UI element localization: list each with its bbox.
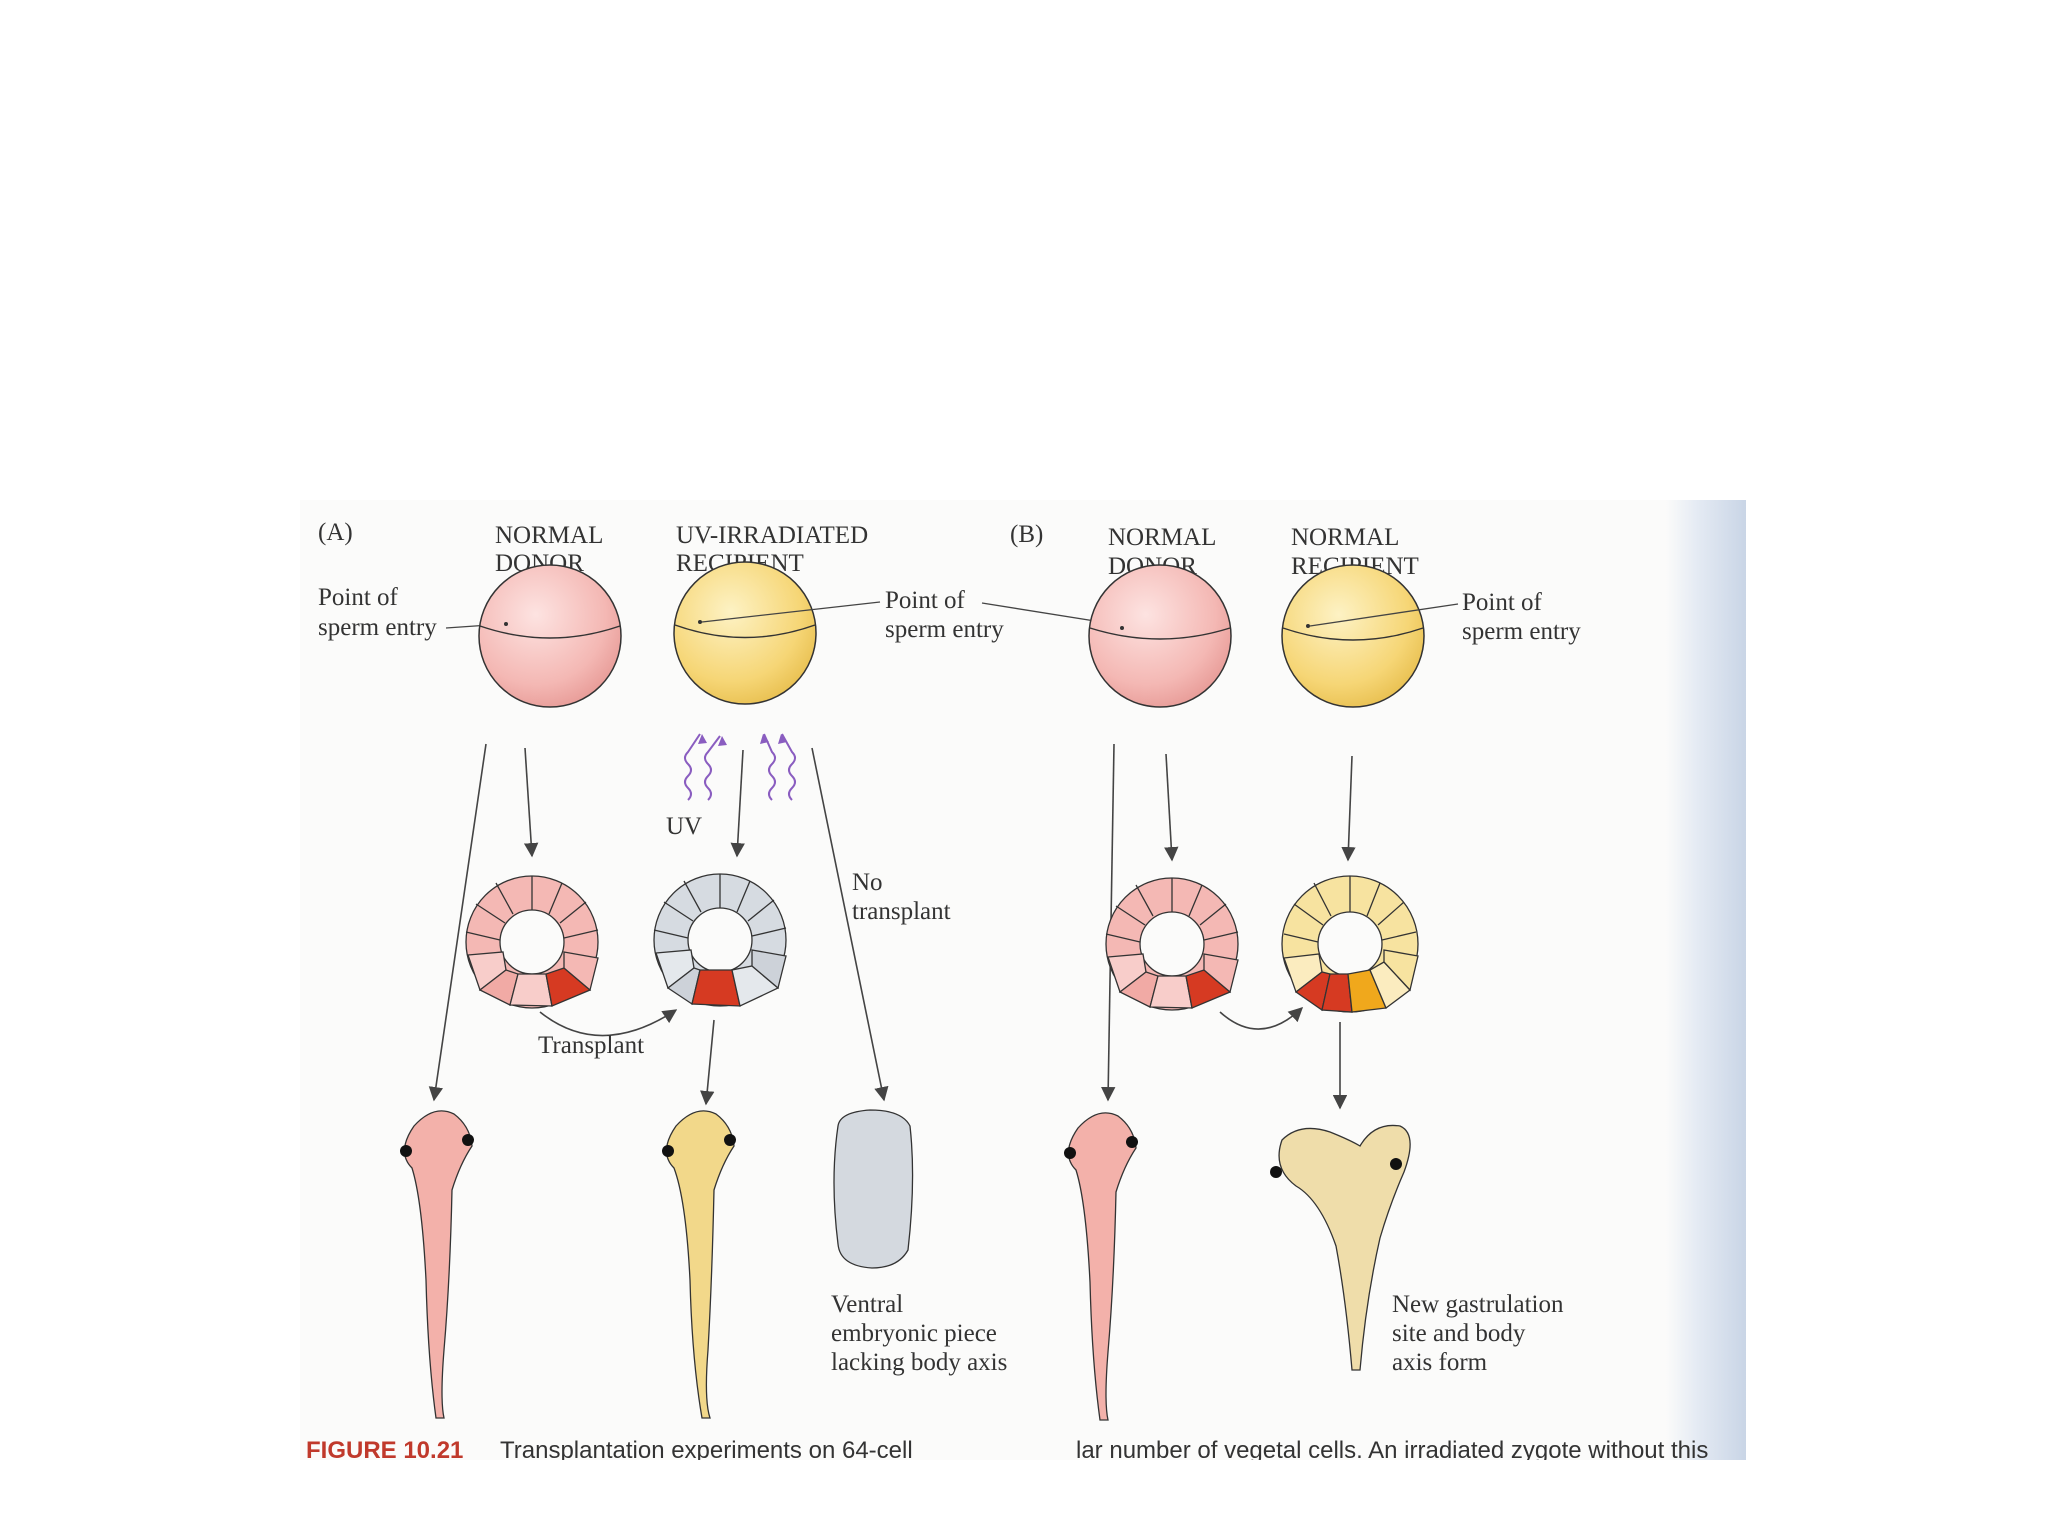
sperm-entry-mid-line2: sperm entry	[885, 616, 1004, 643]
rescued-tadpole-a	[662, 1110, 736, 1419]
page-edge-shadow	[1666, 500, 1746, 1460]
arrow-no-transplant	[811, 747, 889, 1102]
arrow-recipient-b-to-blastula	[1341, 755, 1356, 862]
arrow-recipient-to-blastula	[730, 749, 745, 858]
recipient-a-line1: UV-IRRADIATED	[676, 522, 868, 549]
arrow-donor-to-blastula	[523, 747, 539, 858]
new-gastrulation-line3: axis form	[1392, 1349, 1488, 1376]
leader-line	[701, 601, 881, 623]
sperm-entry-mid-line1: Point of	[885, 587, 966, 614]
arrow-donor-b-to-blastula	[1164, 753, 1179, 862]
transplant-label: Transplant	[538, 1032, 644, 1059]
arrow-transplant	[539, 1009, 678, 1037]
new-gastrulation-line2: site and body	[1392, 1320, 1526, 1347]
normal-recipient-blastula	[1281, 875, 1419, 1013]
no-transplant-line2: transplant	[852, 898, 951, 925]
ventral-line3: lacking body axis	[831, 1349, 1007, 1376]
arrow-to-rescued-tadpole	[700, 1019, 715, 1106]
recipient-b-line1: NORMAL	[1291, 524, 1399, 551]
figure-panel: (A) NORMAL DONOR UV-IRRADIATED RECIPIENT…	[300, 500, 1746, 1460]
donor-a-line1: NORMAL	[495, 522, 603, 549]
figure-caption: FIGURE 10.21 Transplantation experiments…	[306, 1437, 1708, 1460]
normal-recipient-egg	[1281, 564, 1425, 708]
no-transplant-line1: No	[852, 869, 883, 896]
twinned-embryo	[1270, 1124, 1411, 1371]
leader-line	[1309, 603, 1459, 627]
donor-blastula-a	[465, 875, 599, 1009]
irradiated-blastula	[653, 873, 787, 1007]
uv-label: UV	[666, 813, 702, 840]
donor-egg-a	[478, 564, 622, 708]
ventral-line1: Ventral	[831, 1291, 903, 1318]
uv-rays	[684, 733, 796, 801]
normal-tadpole-b	[1064, 1112, 1138, 1421]
arrow-transplant-b	[1219, 1007, 1304, 1030]
caption-text-right: lar number of vegetal cells. An irradiat…	[1076, 1437, 1708, 1460]
new-gastrulation-line1: New gastrulation	[1392, 1291, 1564, 1318]
donor-blastula-b	[1105, 877, 1239, 1011]
panel-b-label: (B)	[1010, 521, 1043, 548]
donor-b-line1: NORMAL	[1108, 524, 1216, 551]
sperm-entry-left-line1: Point of	[318, 584, 399, 611]
ventral-piece	[833, 1109, 914, 1269]
uv-recipient-egg	[673, 561, 817, 705]
ventral-line2: embryonic piece	[831, 1320, 997, 1347]
sperm-entry-left-line2: sperm entry	[318, 614, 437, 641]
panel-a-label: (A)	[318, 519, 353, 546]
caption-figure-label: FIGURE 10.21	[306, 1437, 463, 1460]
caption-text-left: Transplantation experiments on 64-cell	[500, 1437, 913, 1460]
sperm-entry-right-line2: sperm entry	[1462, 618, 1581, 645]
donor-egg-b	[1088, 564, 1232, 708]
arrow-donor-to-tadpole	[428, 743, 487, 1102]
transplant-diagram: (A) NORMAL DONOR UV-IRRADIATED RECIPIENT…	[306, 519, 1708, 1460]
sperm-entry-right-line1: Point of	[1462, 589, 1543, 616]
normal-tadpole-a	[400, 1110, 474, 1419]
